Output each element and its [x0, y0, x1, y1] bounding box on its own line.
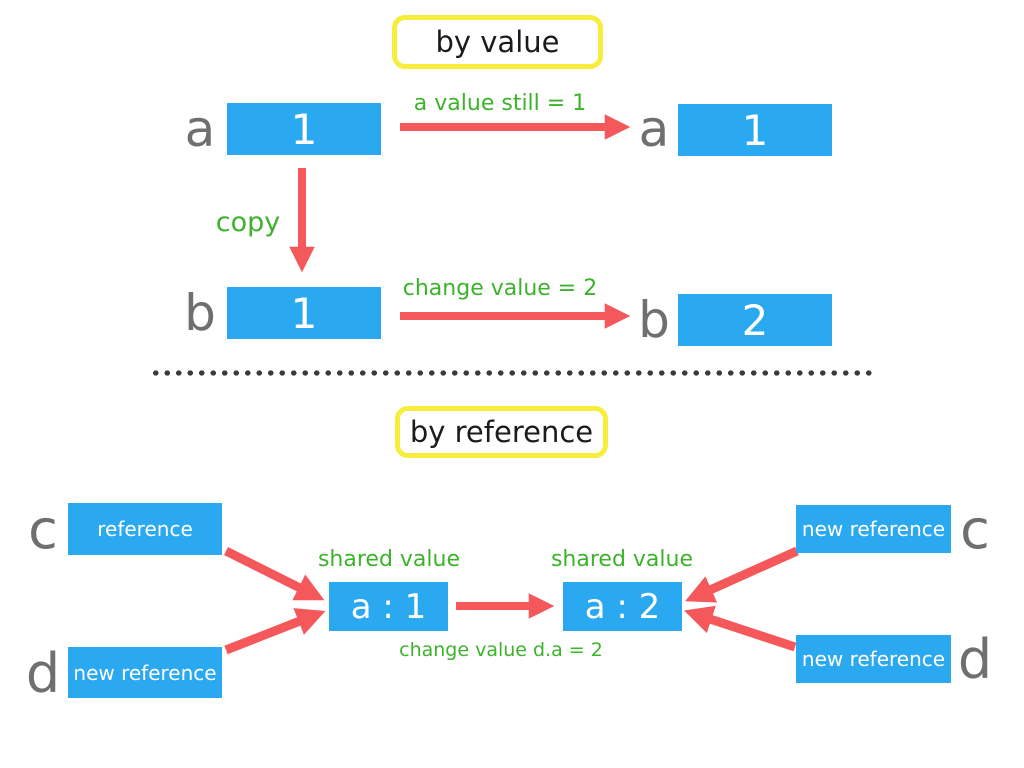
variable-c-left: c [28, 497, 58, 561]
variable-d-right: d [957, 627, 993, 691]
annotation-change-value-da: change value d.a = 2 [399, 639, 603, 661]
reference-box-c-right-label: new reference [801, 517, 946, 541]
shared-value-box-before: a : 1 [329, 582, 448, 631]
shared-value-box-after: a : 2 [563, 582, 682, 631]
reference-box-d-right: new reference [796, 635, 951, 683]
annotation-a-value-still: a value still = 1 [413, 91, 587, 116]
value-box-b-left: 1 [227, 287, 381, 339]
arrow-c-to-shared [223, 546, 325, 601]
value-a-left: 1 [290, 104, 318, 154]
reference-box-d-right-label: new reference [801, 647, 946, 671]
variable-c-right: c [960, 497, 990, 561]
variable-b-left: b [184, 284, 216, 342]
arrow-d-to-shared [224, 608, 326, 655]
shared-value-after: a : 2 [584, 586, 661, 627]
reference-box-d-left-label: new reference [73, 660, 217, 685]
value-box-a-right: 1 [678, 104, 832, 156]
value-b-left: 1 [290, 288, 318, 338]
value-box-b-right: 2 [678, 294, 832, 346]
by-value-title-badge: by value [392, 15, 603, 69]
variable-a-left: a [184, 100, 216, 158]
by-value-title: by value [435, 25, 560, 59]
reference-box-c-left-label: reference [97, 517, 193, 541]
by-reference-title-badge: by reference [395, 406, 608, 458]
reference-box-c-right: new reference [796, 505, 951, 553]
arrow-c-right-to-shared [685, 546, 799, 603]
annotation-change-value: change value = 2 [402, 276, 598, 301]
variable-b-right: b [638, 291, 670, 349]
annotation-shared-value-before: shared value [317, 547, 461, 572]
value-b-right: 2 [741, 295, 769, 345]
annotation-shared-value-after: shared value [550, 547, 694, 572]
shared-value-before: a : 1 [350, 586, 427, 627]
annotation-copy: copy [215, 207, 281, 238]
dotted-divider [150, 369, 876, 377]
variable-a-right: a [638, 100, 670, 158]
reference-box-d-left: new reference [68, 647, 222, 698]
variable-d-left: d [25, 641, 61, 705]
by-reference-title: by reference [409, 415, 594, 449]
value-box-a-left: 1 [227, 103, 381, 155]
arrow-d-right-to-shared [684, 605, 797, 652]
reference-box-c-left: reference [68, 503, 222, 555]
value-a-right: 1 [741, 105, 769, 155]
